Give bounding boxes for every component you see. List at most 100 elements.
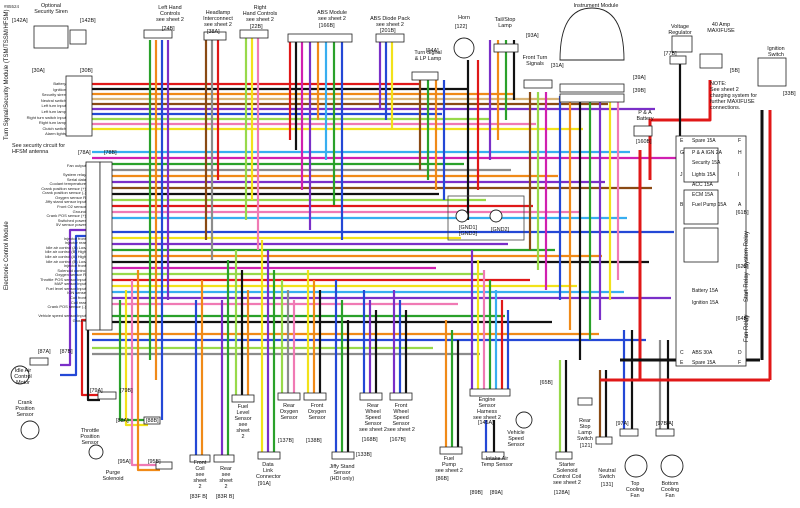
front-coil-title: Front Coil see sheet 2 (193, 460, 207, 490)
rear-coil-code: [83R B] (216, 494, 234, 500)
instrument-connector-b (559, 93, 625, 103)
ecm-pin-label: Fuel level sensor input (45, 285, 86, 291)
maxifuse-title: 40 Amp MAXIFUSE (707, 22, 735, 34)
idle-air-title: Idle Air Control Motor (14, 368, 32, 386)
tsm-pin-label: Ignition (53, 86, 66, 92)
fuse-block-code: [61B] (736, 210, 749, 216)
rear-o2-connector (277, 392, 301, 401)
fuse-pin: A (738, 202, 742, 208)
idle-air-connector (29, 357, 49, 366)
fuse-label: Ignition 15A (692, 300, 719, 306)
ecm-pin-label: Idle air control (B) Low (45, 258, 86, 264)
ecm-pin-label: Coil rear (70, 299, 86, 305)
rear-o2-code: [137B] (278, 438, 294, 444)
fuse-label: Battery 15A (692, 288, 719, 294)
fuel-level-connector (231, 394, 255, 403)
rear-coil-connector (213, 454, 235, 463)
data-link-code: [91A] (258, 481, 271, 487)
bottom-fan-code: [97B A] (656, 421, 674, 427)
ecm-pin-label: ION sense (67, 290, 86, 296)
rear-stop-title: Rear Stop Lamp Switch (577, 418, 593, 442)
instrument-connector-a (559, 83, 625, 93)
ecm-pin-label: Vehicle speed sensor input (38, 313, 86, 319)
siren-code-b: [142B] (80, 18, 96, 24)
fuse-label: ACC 15A (692, 182, 713, 188)
regulator-connector (669, 55, 687, 65)
rear-o2-title: Rear Oxygen Sensor (279, 403, 299, 421)
siren-body (33, 25, 69, 49)
fuse-pin: D (738, 350, 742, 356)
ecm-pin-label: 5V sensor power (55, 222, 86, 228)
ecm-pin-label: Idle air control (A) High (45, 254, 86, 259)
ecm-pin-label: Idle air control (B) High (45, 249, 86, 255)
throttle-connector (143, 416, 161, 425)
purge-wire (130, 280, 160, 467)
ecm-pin-label: System relay (62, 172, 86, 178)
ecm-pin-label: Coolant temperature (49, 181, 86, 187)
horn-body (453, 37, 475, 59)
throttle-sensor-symbol (88, 444, 104, 460)
ecm-pin-label: Coil front (69, 294, 86, 300)
purge-code-a: [95A] (118, 459, 131, 465)
fuel-pump-title: Fuel Pump see sheet 2 (435, 456, 463, 474)
fuse-label: ECM 15A (692, 192, 714, 198)
tsm-pin-label: Left turn input (41, 103, 66, 109)
throttle-code-b: [88B] (146, 418, 159, 424)
top-fan-symbol (624, 454, 648, 478)
ecm-code-b: [78B] (104, 150, 117, 156)
ecm-pin-label: Oxygen sensor R (55, 272, 86, 278)
tail-stop-connector (493, 43, 519, 53)
starter-title: Starter Solenoid Control Coil see sheet … (552, 462, 582, 486)
ecm-pin-label: Ground (72, 317, 86, 323)
ecm-connector-a (85, 161, 101, 331)
left-hand-controls-code: [24B] (162, 26, 175, 32)
maxifuse-note: NOTE: See sheet 2 charging system for fu… (710, 81, 758, 111)
crank-title: Crank Position Sensor (15, 400, 35, 418)
front-coil-code: [83F B] (190, 494, 208, 500)
idle-air-code-b: [87B] (60, 349, 73, 355)
ground-box (447, 195, 525, 241)
vehicle-speed-title: Vehicle Speed Sensor (507, 430, 525, 448)
intake-temp-code-a: [89A] (490, 490, 503, 496)
rear-wheel-title: Rear Wheel Speed Sensor see sheet 2 (359, 403, 387, 433)
bottom-fan-connector (655, 428, 675, 437)
jiffy-connector (331, 451, 355, 460)
purge-connector (155, 461, 173, 470)
instrument-title: Instrument Module (573, 3, 619, 9)
hfsm-antenna-note: See security circuit for HFSM antenna (12, 143, 66, 155)
siren-connector (69, 29, 87, 45)
ecm-connector-b (99, 161, 113, 331)
tsm-connector-block (65, 75, 93, 137)
purge-code-b: [95B] (148, 459, 161, 465)
ecm-title: Electronic Control Module (4, 221, 10, 290)
tsm-pin-label: Right turn switch input (26, 114, 66, 120)
fuse-pin: H (738, 150, 742, 156)
idle-air-wire (60, 228, 92, 367)
ecm-pin-label: Injector front (63, 235, 86, 241)
system-relay (683, 147, 719, 183)
vehicle-speed-code: [65B] (540, 380, 553, 386)
ecm-pin-label: Solenoid control (57, 267, 86, 273)
turn-signal-code: [94A] (426, 48, 439, 54)
fuse-label: Security 15A (692, 160, 721, 166)
tsm-code-a: [30A] (32, 68, 45, 74)
idle-air-motor-symbol (10, 365, 30, 385)
right-hand-controls-title: Right Hand Controls see sheet 2 (242, 5, 278, 23)
front-o2-connector (303, 392, 327, 401)
ecm-pin-label: Front O2 sensor (57, 203, 86, 209)
front-wheel-connector (389, 392, 413, 401)
ecm-pin-label: Oxygen sensor R (55, 194, 86, 200)
ground-1-symbol (455, 209, 469, 223)
battery-code: [160B] (636, 139, 652, 145)
rear-stop-code: [121] (580, 443, 592, 449)
left-hand-controls-connector (143, 29, 173, 39)
purge-title: Purge Solenoid (102, 470, 124, 482)
ignition-switch-code: [33B] (783, 91, 796, 97)
instrument-module-body (559, 7, 625, 61)
ground-2: [GND2] (491, 227, 509, 233)
voltage-regulator-title: Voltage Regulator (668, 24, 692, 36)
front-o2-code: [138B] (306, 438, 322, 444)
rear-wheel-connector (359, 392, 383, 401)
ecm-pin-label: Crank position sensor (+) (41, 185, 86, 191)
horn-code: [122] (455, 24, 467, 30)
